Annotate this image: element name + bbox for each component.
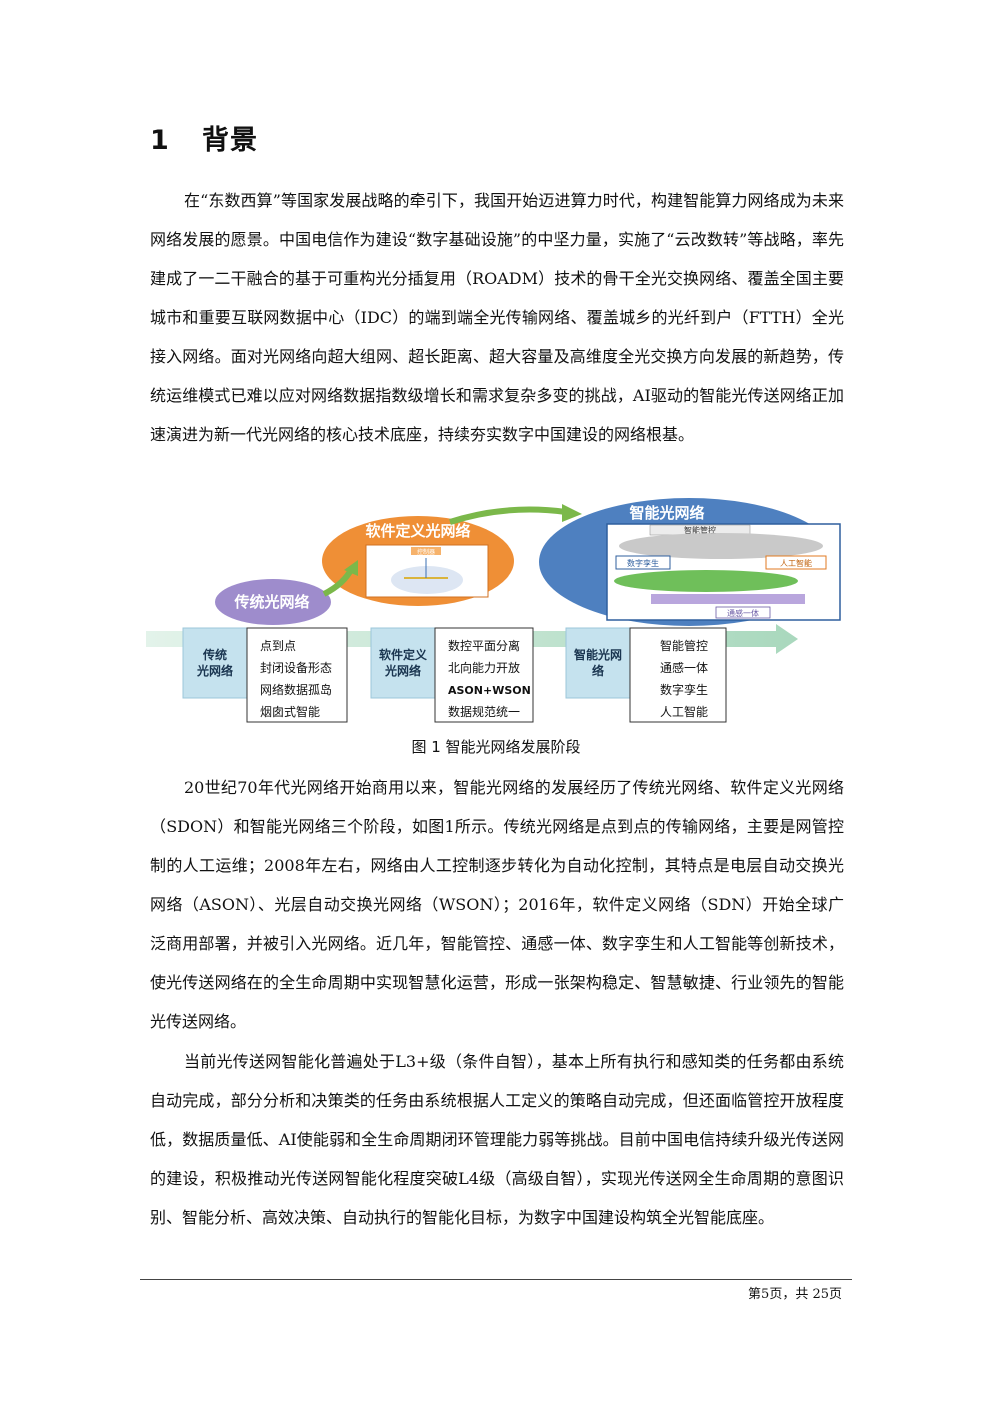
twin-box-label: 数字孪生	[627, 558, 659, 568]
stage-1-features-box	[246, 627, 348, 723]
ellipse-traditional-label: 传统光网络	[233, 593, 309, 611]
stage-3-feature: 智能管控	[660, 638, 708, 653]
stage-2-box	[370, 627, 436, 699]
section-heading: 1 背景	[150, 118, 258, 157]
ellipse-sdon-label: 软件定义光网络	[365, 522, 470, 540]
arrow-sdon-to-intelligent	[449, 506, 567, 525]
ellipse-intelligent-label: 智能光网络	[629, 504, 704, 522]
twin-box	[615, 555, 671, 570]
arrow-head-2	[562, 504, 582, 522]
figure-intelligent-optical-network-stages: 智能光网络 智能管控 数字孪生 人工智能 通感一体 软件定义光网络 控制器 传统…	[146, 498, 848, 730]
stage-3-feature: 通感一体	[660, 660, 708, 675]
device-strip	[651, 594, 805, 604]
stage-1-feature: 封闭设备形态	[260, 661, 332, 675]
paragraph-background: 在“东数西算”等国家发展战略的牵引下，我国开始迈进算力时代，构建智能算力网络成为…	[150, 191, 844, 444]
intelligent-bottom-bar	[715, 606, 771, 619]
arrow-head-1	[344, 560, 358, 576]
stage-2-feature: ASON+WSON	[448, 684, 531, 697]
stage-3-title-b: 络	[592, 663, 604, 678]
stage-2-title-a: 软件定义	[379, 647, 428, 662]
stage-1-feature: 网络数据孤岛	[260, 682, 332, 697]
stage-1-box	[182, 627, 248, 699]
stage-3-feature: 数字孪生	[660, 682, 708, 697]
sdon-controller	[411, 547, 441, 555]
footer-rule	[140, 1279, 852, 1280]
stage-2-features-box	[434, 627, 534, 723]
page-number: 第5页，共 25页	[748, 1287, 842, 1302]
stage-3-features-box	[629, 627, 727, 723]
section-title: 背景	[202, 125, 258, 156]
ai-box-label: 人工智能	[780, 558, 812, 568]
stage-3-box	[565, 627, 631, 699]
ellipse-traditional	[215, 579, 331, 625]
stage-1-feature: 点到点	[260, 639, 296, 653]
section-number: 1	[150, 125, 170, 156]
stage-1-title-b: 光网络	[196, 663, 233, 678]
stage-2-feature: 北向能力开放	[448, 660, 520, 675]
paragraph-current-status: 当前光传送网智能化普遍处于L3+级（条件自智），基本上所有执行和感知类的任务都由…	[150, 1052, 844, 1227]
ai-box	[765, 555, 827, 570]
figure-caption: 图 1 智能光网络发展阶段	[411, 738, 581, 756]
cloud-grey	[619, 533, 823, 559]
stage-2-feature: 数据规范统一	[448, 704, 520, 719]
intelligent-bottom-bar-label: 通感一体	[727, 608, 759, 618]
cloud-green	[614, 570, 798, 592]
stage-2-feature: 数控平面分离	[448, 638, 520, 653]
stage-1-title-a: 传统	[202, 647, 227, 662]
sdon-cloud	[391, 566, 463, 594]
sdon-controller-label: 控制器	[417, 548, 435, 556]
paragraph-evolution: 20世纪70年代光网络开始商用以来，智能光网络的发展经历了传统光网络、软件定义光…	[150, 778, 844, 1031]
stage-2-title-b: 光网络	[384, 663, 421, 678]
stage-1-feature: 烟囱式智能	[260, 704, 320, 719]
stage-3-feature: 人工智能	[660, 704, 708, 719]
intelligent-top-bar-label: 智能管控	[684, 525, 716, 535]
stage-3-title-a: 智能光网	[573, 647, 622, 662]
